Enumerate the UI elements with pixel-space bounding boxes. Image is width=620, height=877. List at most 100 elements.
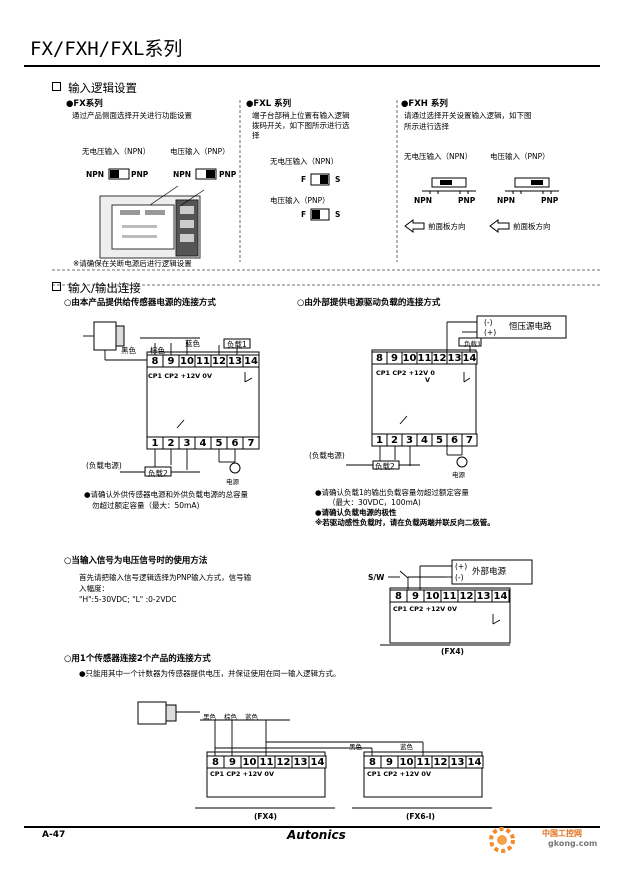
two-wire-brown: 棕色 [224,713,237,721]
fxh-front-2: 前面板方向 [513,222,551,231]
fxl-s-1: S [335,175,341,184]
left-wire-black: 黑色 [121,346,136,355]
left-power-circle [229,462,241,474]
voltage-line3: "H":5-30VDC; "L" :0-2VDC [79,595,177,604]
voltage-minus: (-) [455,573,464,582]
sw-contact [399,570,409,579]
left-wire-brown: 棕色 [150,346,165,355]
two-terminal-2-label: 12 [434,757,448,768]
left-top-terminal-cell [242,354,260,368]
fxh-series-name: ●FXH 系列 [401,99,448,109]
two-terminal-1-label: 9 [229,757,236,768]
two-terminal-1-cell [308,755,327,769]
right-top-terminal-label: 14 [463,353,477,364]
brand-logo: Autonics [287,828,346,842]
two-terminal-1-label: 14 [311,757,325,768]
fxl-f-2: F [301,210,307,219]
right-top-terminal-label: 9 [391,353,398,364]
right-minus: (-) [484,318,493,327]
left-top-terminal-label: 11 [196,356,210,367]
page-title: FX/FXH/FXL系列 [30,38,183,60]
sensor2-head [165,704,177,722]
right-top-terminal-label: 13 [448,353,462,364]
two-terminal-1-label: 11 [260,757,274,768]
right-top-terminal-label: 11 [418,353,432,364]
fxl-s-2: S [335,210,341,219]
voltage-line1: 首先请把输入信号逻辑选择为PNP输入方式，信号输 [79,573,252,582]
io-right-title: ○由外部提供电源驱动负载的连接方式 [297,298,441,308]
left-note2: 勿超过额定容量（最大：50mA) [92,501,200,510]
right-v-label: V [425,376,431,384]
two-terminal-2-label: 8 [369,757,376,768]
io-left-title: ○由本产品提供给传感器电源的连接方式 [64,298,216,308]
voltage-title: ○当输入信号为电压信号时的使用方法 [64,556,208,566]
fxh-npn-2: NPN [497,196,516,205]
left-note1: ●请确认外供传感器电源和外供负载电源的总容量 [84,490,249,499]
left-cp-labels: CP1 CP2 +12V 0V [148,372,212,380]
left-bot-terminal-label: 7 [248,438,255,449]
voltage-extpower: 外部电源 [472,567,507,577]
left-load2-box [144,466,172,477]
left-wire-blue: 蓝色 [185,339,200,348]
right-power: 电源 [452,471,465,479]
two-note: ●只能用其中一个计数器为传感器提供电压，并保证使用在同一输入逻辑方式。 [79,669,341,678]
right-note2: ●请确认负载电源的极性 [315,508,397,517]
right-note1: ●请确认负载1的输出负载容量勿超过额定容量 [315,488,469,497]
fxh-switch-pnp [505,177,559,194]
voltage-model: (FX4) [441,647,464,656]
right-plus: (+) [484,328,497,337]
right-note1b: （最大：30VDC，100mA) [328,498,421,507]
left-power: 电源 [226,478,239,486]
left-top-terminal-label: 12 [212,356,226,367]
right-bot-terminal-label: 3 [406,435,413,446]
sensor2-body [137,701,167,725]
sensor-body [93,321,117,351]
right-note3: ※若驱动感性负载时，请在负载两端并联反向二极管。 [315,518,495,527]
voltage-sw: S/W [368,573,385,582]
two-terminal-1-label: 10 [243,757,257,768]
two-wire-blue-2: 蓝色 [400,743,413,751]
square-bullet-icon [52,82,61,91]
fx-npn-text-2: NPN [173,170,192,179]
switch [399,415,408,425]
left-bot-terminal-label: 6 [232,438,239,449]
left-top-terminal-label: 8 [152,356,159,367]
right-bot-terminal-label: 2 [391,435,398,446]
two-terminal-1-label: 12 [277,757,291,768]
watermark-1: 中国工控网 [542,829,582,838]
two-terminal-2-label: 14 [468,757,482,768]
voltage-cp-labels: CP1 CP2 +12V 0V [393,605,457,613]
two-title: ○用1个传感器连接2个产品的连接方式 [64,654,211,664]
two-wire-black: 黑色 [203,713,216,721]
section-heading-io: 输入/输出连接 [52,280,141,296]
left-bot-terminal-label: 5 [216,438,223,449]
right-top-terminal-label: 12 [433,353,447,364]
left-loadpower: (负载电源) [86,461,122,470]
right-top-terminal-label: 10 [403,353,417,364]
two-terminal-2-label: 9 [386,757,393,768]
two-terminal-2-label: 11 [417,757,431,768]
right-bot-terminal-label: 1 [376,435,383,446]
right-bot-terminal-label: 6 [451,435,458,446]
footer-rule [24,826,600,828]
voltage-terminal-label: 10 [426,591,440,602]
page-number: A-47 [42,830,66,840]
voltage-terminal-label: 9 [412,591,419,602]
square-bullet-icon [52,282,61,291]
right-bot-terminal-label: 4 [421,435,428,446]
left-bot-terminal-label: 1 [152,438,159,449]
fxh-switch-npn [422,177,476,194]
fxl-f-1: F [301,175,307,184]
fxl-switch-pnp [310,208,330,221]
voltage-terminal-label: 8 [395,591,402,602]
fxh-desc-1: 请通过选择开关设置输入逻辑，如下图 [404,111,532,120]
left-top-terminal-label: 14 [244,356,258,367]
two-wire-black-2: 黑色 [349,743,362,751]
voltage-terminal-label: 11 [443,591,457,602]
title-rule [24,65,600,67]
arrow-left-icon [489,219,510,233]
relay [244,377,253,383]
fx-device-image [99,185,205,259]
voltage-plus: (+) [455,562,468,571]
fx-series-name: ●FX系列 [66,99,103,109]
